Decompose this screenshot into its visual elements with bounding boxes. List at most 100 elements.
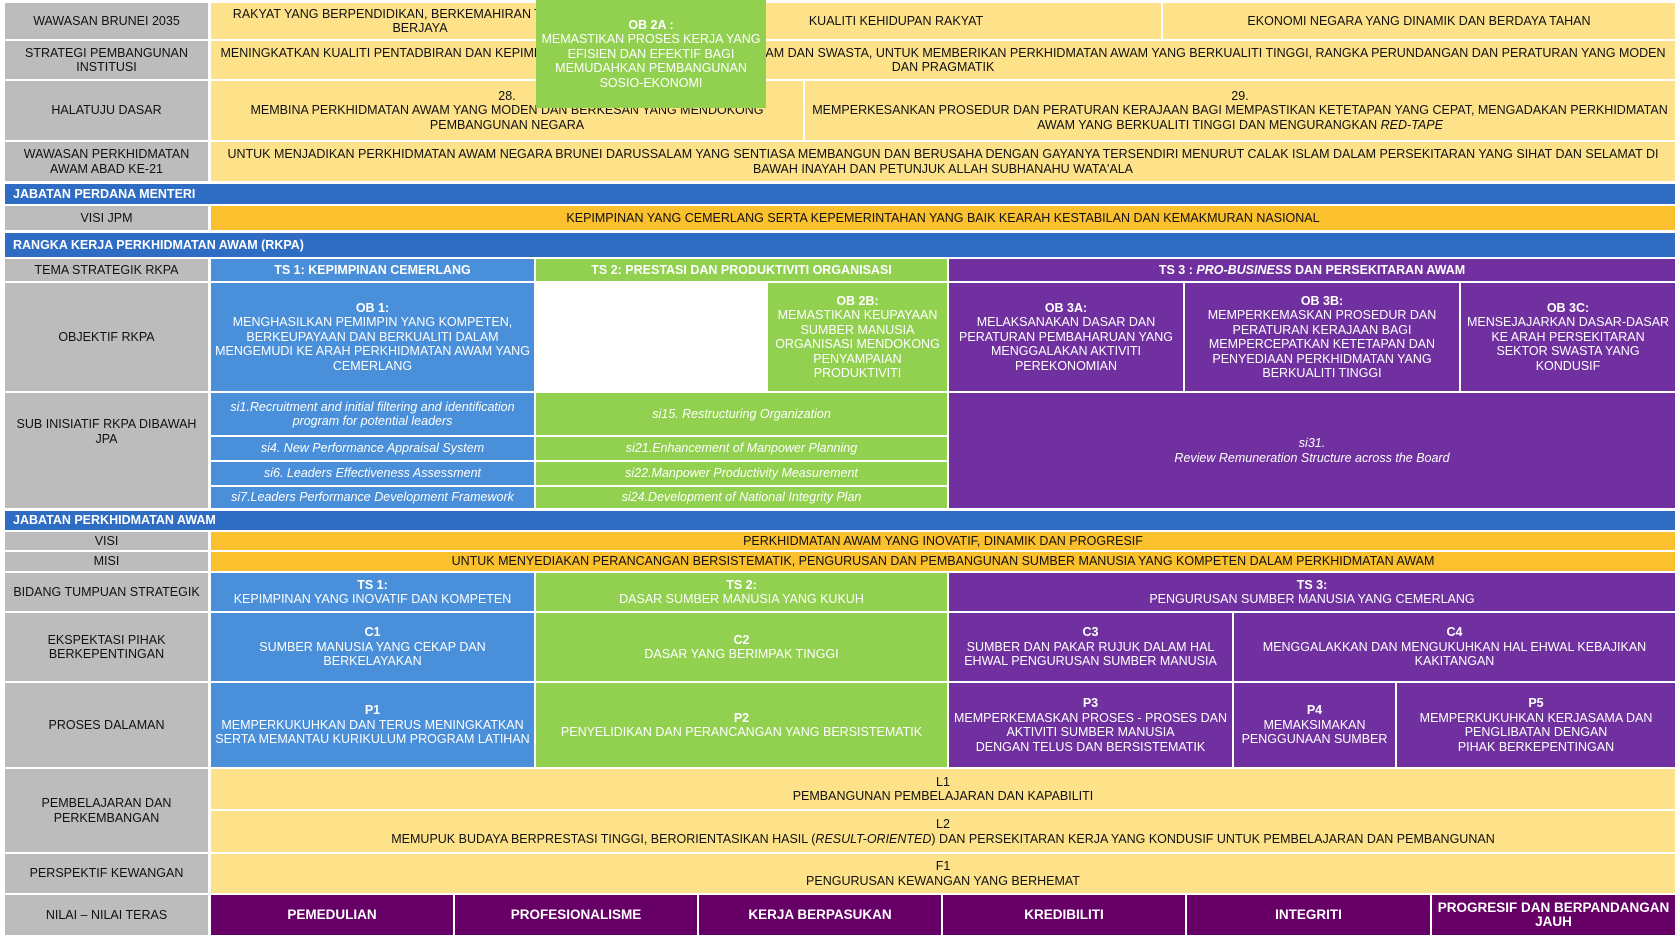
- rkpa-ts3-pro-business: PRO-BUSINESS: [1196, 263, 1292, 277]
- p5: P5 MEMPERKUKUHKAN KERJASAMA DAN PENGLIBA…: [1397, 683, 1675, 767]
- p3-text: MEMPERKEMASKAN PROSES - PROSES DAN AKTIV…: [954, 710, 1227, 754]
- p1-title: P1: [364, 703, 381, 718]
- jpa-ts2: TS 2: DASAR SUMBER MANUSIA YANG KUKUH: [536, 573, 947, 611]
- wawasan-pa-label: WAWASAN PERKHIDMATAN AWAM ABAD KE-21: [5, 142, 210, 181]
- l1-text: PEMBANGUNAN PEMBELAJARAN DAN KAPABILITI: [792, 789, 1094, 803]
- nilai-progresif: PROGRESIF DAN BERPANDANGAN JAUH: [1432, 895, 1675, 935]
- visi-text: PERKHIDMATAN AWAM YANG INOVATIF, DINAMIK…: [211, 532, 1675, 550]
- proses-dalaman-label: PROSES DALAMAN: [5, 683, 210, 767]
- wawasan-goal-3: EKONOMI NEGARA YANG DINAMIK DAN BERDAYA …: [1163, 3, 1675, 39]
- rkpa-ts1: TS 1: KEPIMPINAN CEMERLANG: [211, 259, 534, 281]
- jpm-section-header: JABATAN PERDANA MENTERI: [5, 184, 1675, 204]
- c1-text: SUMBER MANUSIA YANG CEKAP DAN BERKELAYAK…: [259, 639, 486, 669]
- l2-result-oriented: RESULT-ORIENTED: [815, 831, 932, 846]
- ob3b: OB 3B: MEMPERKEMASKAN PROSEDUR DAN PERAT…: [1185, 283, 1459, 391]
- wawasan-label: WAWASAN BRUNEI 2035: [5, 3, 210, 39]
- p5-title: P5: [1528, 696, 1544, 710]
- p3-title: P3: [1082, 696, 1099, 710]
- jpa-ts3-text: PENGURUSAN SUMBER MANUSIA YANG CEMERLANG: [1149, 592, 1475, 606]
- f1: F1 PENGURUSAN KEWANGAN YANG BERHEMAT: [211, 854, 1675, 893]
- halatuju-29-number: 29.: [1231, 88, 1249, 103]
- si7: si7.Leaders Performance Development Fram…: [211, 487, 534, 508]
- bidang-tumpuan-label: BIDANG TUMPUAN STRATEGIK: [5, 573, 210, 611]
- rkpa-section-header: RANGKA KERJA PERKHIDMATAN AWAM (RKPA): [5, 233, 1675, 257]
- rkpa-ts2: TS 2: PRESTASI DAN PRODUKTIVITI ORGANISA…: [536, 259, 947, 281]
- p1-text: MEMPERKUKUHKAN DAN TERUS MENINGKATKAN SE…: [215, 717, 530, 747]
- nilai-profesionalisme: PROFESIONALISME: [455, 895, 697, 935]
- objektif-label: OBJEKTIF RKPA: [5, 283, 210, 391]
- visi-jpm-text: KEPIMPINAN YANG CEMERLANG SERTA KEPEMERI…: [211, 206, 1675, 230]
- ob3c: OB 3C: MENSEJAJARKAN DASAR-DASAR KE ARAH…: [1461, 283, 1675, 391]
- nilai-pemedulian: PEMEDULIAN: [211, 895, 453, 935]
- ob2b-text: MEMASTIKAN KEUPAYAAN SUMBER MANUSIA ORGA…: [775, 308, 940, 380]
- ob1-text: MENGHASILKAN PEMIMPIN YANG KOMPETEN, BER…: [215, 315, 530, 373]
- ob3b-title: OB 3B:: [1300, 293, 1344, 308]
- visi-jpm-label: VISI JPM: [5, 206, 210, 230]
- halatuju-29-body: MEMPERKESANKAN PROSEDUR DAN PERATURAN KE…: [812, 103, 1668, 132]
- si1: si1.Recruitment and initial filtering an…: [211, 393, 534, 435]
- p3: P3 MEMPERKEMASKAN PROSES - PROSES DAN AK…: [949, 683, 1232, 767]
- p4: P4 MEMAKSIMAKAN PENGGUNAAN SUMBER: [1234, 683, 1395, 767]
- f1-title: F1: [935, 859, 951, 873]
- l2-text: MEMUPUK BUDAYA BERPRESTASI TINGGI, BEROR…: [391, 832, 1494, 847]
- p2: P2 PENYELIDIKAN DAN PERANCANGAN YANG BER…: [536, 683, 947, 767]
- si22: si22.Manpower Productivity Measurement: [536, 462, 947, 485]
- jpa-ts2-text: DASAR SUMBER MANUSIA YANG KUKUH: [619, 592, 864, 606]
- si4: si4. New Performance Appraisal System: [211, 437, 534, 460]
- c3: C3 SUMBER DAN PAKAR RUJUK DALAM HAL EHWA…: [949, 613, 1232, 681]
- misi-label: MISI: [5, 552, 210, 571]
- p1: P1 MEMPERKUKUHKAN DAN TERUS MENINGKATKAN…: [211, 683, 534, 767]
- strategi-text: MENINGKATKAN KUALITI PENTADBIRAN DAN KEP…: [211, 41, 1675, 79]
- ob1-title: OB 1:: [355, 300, 390, 315]
- l1: L1 PEMBANGUNAN PEMBELAJARAN DAN KAPABILI…: [211, 769, 1675, 809]
- ob3b-text: MEMPERKEMASKAN PROSEDUR DAN PERATURAN KE…: [1207, 308, 1437, 380]
- misi-text: UNTUK MENYEDIAKAN PERANCANGAN BERSISTEMA…: [211, 552, 1675, 571]
- visi-label: VISI: [5, 532, 210, 550]
- wawasan-pa-text: UNTUK MENJADIKAN PERKHIDMATAN AWAM NEGAR…: [211, 142, 1675, 181]
- tema-strategik-label: TEMA STRATEGIK RKPA: [5, 259, 210, 281]
- jpa-ts1: TS 1: KEPIMPINAN YANG INOVATIF DAN KOMPE…: [211, 573, 534, 611]
- nilai-teras-label: NILAI – NILAI TERAS: [5, 895, 210, 935]
- c4-text: MENGGALAKKAN DAN MENGUKUHKAN HAL EHWAL K…: [1262, 639, 1647, 669]
- strategi-label: STRATEGI PEMBANGUNAN INSTITUSI: [5, 41, 210, 79]
- kewangan-label: PERSPEKTIF KEWANGAN: [5, 854, 210, 893]
- sub-inisiatif-label: SUB INISIATIF RKPA DIBAWAH JPA: [5, 393, 210, 508]
- c4-title: C4: [1446, 625, 1463, 640]
- ob2a: OB 2A : MEMASTIKAN PROSES KERJA YANG EFI…: [536, 0, 766, 108]
- p4-text: MEMAKSIMAKAN PENGGUNAAN SUMBER: [1241, 717, 1388, 747]
- ob2a-text: MEMASTIKAN PROSES KERJA YANG EFISIEN DAN…: [541, 32, 761, 90]
- halatuju-29: 29. MEMPERKESANKAN PROSEDUR DAN PERATURA…: [805, 81, 1675, 140]
- c1-title: C1: [364, 625, 381, 640]
- ob3a-text: MELAKSANAKAN DASAR DAN PERATURAN PEMBAHA…: [959, 315, 1173, 373]
- si21: si21.Enhancement of Manpower Planning: [536, 437, 947, 460]
- jpa-ts2-title: TS 2:: [726, 577, 757, 592]
- p2-title: P2: [733, 710, 750, 725]
- ob3a-title: OB 3A:: [1044, 300, 1088, 315]
- c3-title: C3: [1082, 625, 1099, 640]
- si31-text: Review Remuneration Structure across the…: [1174, 450, 1450, 465]
- jpa-ts1-title: TS 1:: [357, 577, 388, 592]
- halatuju-29-text: MEMPERKESANKAN PROSEDUR DAN PERATURAN KE…: [809, 103, 1671, 132]
- l2-title: L2: [936, 817, 950, 831]
- c2-title: C2: [733, 632, 750, 647]
- rkpa-ts3-prefix: TS 3 :: [1158, 263, 1197, 277]
- c4: C4 MENGGALAKKAN DAN MENGUKUHKAN HAL EHWA…: [1234, 613, 1675, 681]
- rkpa-ts3: TS 3 : PRO-BUSINESS DAN PERSEKITARAN AWA…: [949, 259, 1675, 281]
- rkpa-ts3-suffix: DAN PERSEKITARAN AWAM: [1291, 263, 1466, 277]
- l2-text-pre: MEMUPUK BUDAYA BERPRESTASI TINGGI, BEROR…: [391, 831, 816, 846]
- ob1: OB 1: MENGHASILKAN PEMIMPIN YANG KOMPETE…: [211, 283, 534, 391]
- si15: si15. Restructuring Organization: [536, 393, 947, 435]
- si31-number: si31.: [1298, 436, 1326, 450]
- p5-text: MEMPERKUKUHKAN KERJASAMA DAN PENGLIBATAN…: [1419, 710, 1653, 754]
- p4-title: P4: [1306, 703, 1323, 718]
- ob2a-title: OB 2A :: [628, 17, 674, 32]
- c3-text: SUMBER DAN PAKAR RUJUK DALAM HAL EHWAL P…: [964, 639, 1217, 669]
- si6: si6. Leaders Effectiveness Assessment: [211, 462, 534, 485]
- halatuju-28-number: 28.: [498, 88, 516, 103]
- si31: si31. Review Remuneration Structure acro…: [949, 393, 1675, 508]
- l2-text-post: ) DAN PERSEKITARAN KERJA YANG KONDUSIF U…: [931, 831, 1495, 846]
- l1-title: L1: [936, 774, 950, 789]
- halatuju-label: HALATUJU DASAR: [5, 81, 210, 140]
- ob3c-title: OB 3C:: [1546, 300, 1590, 315]
- jpa-ts3-title: TS 3:: [1296, 577, 1328, 592]
